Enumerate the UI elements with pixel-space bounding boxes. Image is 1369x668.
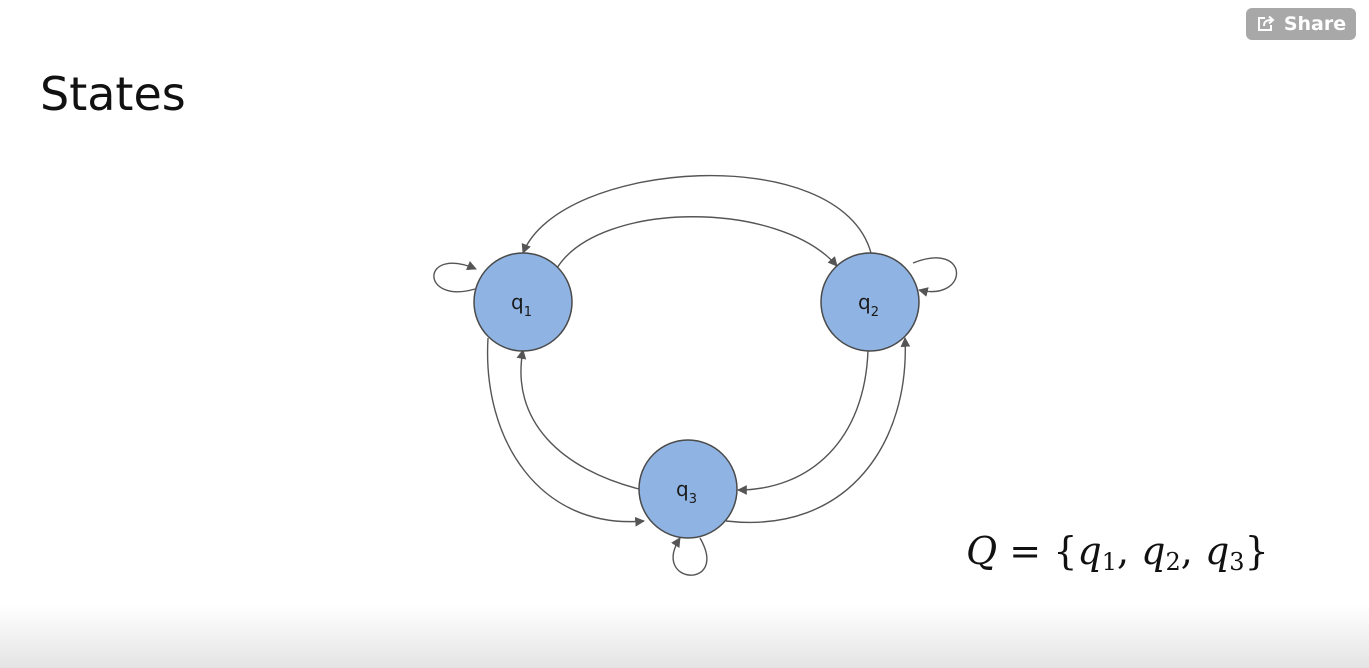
formula-lhs: Q: [966, 529, 998, 573]
share-label: Share: [1283, 13, 1347, 35]
transition-q3-q3: [671, 537, 708, 576]
formula-eq: =: [1009, 529, 1042, 573]
transition-q3-q1: [516, 349, 644, 491]
state-set-formula: Q = {q1, q2, q3}: [966, 526, 1269, 587]
state-q1-sub: 1: [524, 305, 532, 320]
formula-item-2-sub: 2: [1165, 548, 1181, 576]
formula-sep-1: ,: [1116, 529, 1130, 573]
state-q1-letter: q: [511, 290, 524, 314]
transition-q2-q2: [912, 257, 958, 297]
formula-close-brace: }: [1244, 529, 1269, 573]
state-q3: q3: [638, 439, 738, 539]
formula-item-3-sub: 3: [1229, 548, 1245, 576]
formula-item-3-letter: q: [1204, 529, 1230, 573]
slide-title: States: [40, 67, 186, 121]
svg-text:q2: q2: [858, 290, 879, 320]
state-q2: q2: [820, 252, 920, 352]
formula-open-brace: {: [1053, 529, 1078, 573]
transition-q1-q3: [486, 337, 645, 527]
state-q1: q1: [473, 252, 573, 352]
svg-text:q3: q3: [676, 477, 697, 507]
formula-sep-2: ,: [1180, 529, 1193, 573]
bottom-fade: [0, 605, 1369, 668]
share-icon: [1256, 15, 1276, 33]
share-button[interactable]: Share: [1246, 8, 1356, 40]
transition-q1-q1: [433, 261, 477, 293]
transition-q1-q2: [556, 216, 838, 269]
state-q2-sub: 2: [871, 305, 879, 320]
state-q2-letter: q: [858, 290, 871, 314]
formula-item-1-letter: q: [1077, 529, 1102, 573]
svg-text:q1: q1: [511, 290, 532, 320]
transition-q3-q2: [725, 337, 911, 524]
state-q3-sub: 3: [689, 492, 697, 507]
formula-item-2-letter: q: [1141, 529, 1166, 573]
formula-item-1-sub: 1: [1101, 548, 1117, 576]
transition-q2-q3: [737, 349, 869, 495]
state-q3-letter: q: [676, 477, 689, 501]
transition-q2-q1: [521, 174, 872, 254]
